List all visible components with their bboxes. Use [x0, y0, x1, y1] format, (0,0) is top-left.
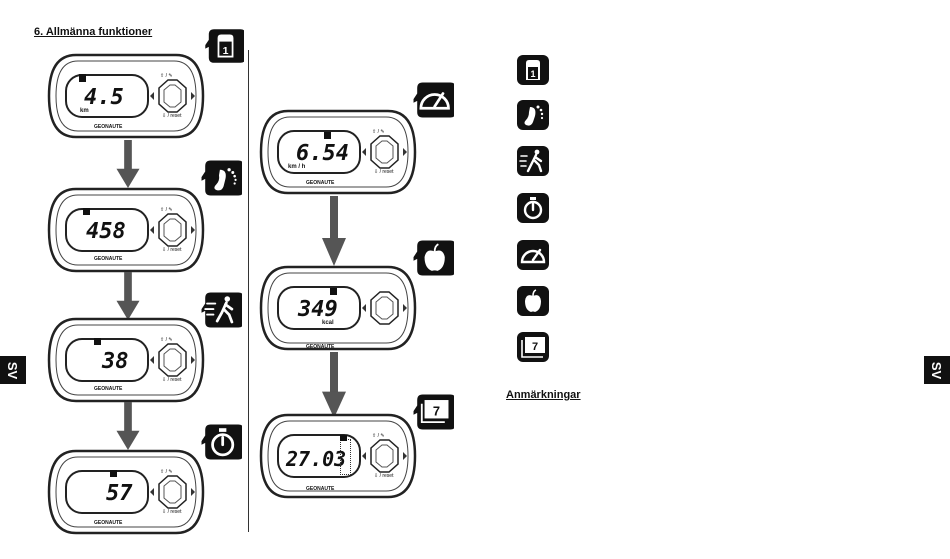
legend-history: 7	[516, 331, 550, 368]
lcd-mode-icon	[79, 74, 86, 82]
device-pace: 6.54 km / h ⇧ / ✎ ⇩ / reset GEONAUTE	[258, 108, 418, 196]
down-button-label: ⇩ / reset	[162, 113, 181, 119]
lcd-value: 27.03	[286, 447, 346, 471]
lcd-mode-icon	[330, 288, 337, 295]
lcd-mode-icon	[83, 208, 90, 215]
legend-steps	[516, 99, 550, 136]
lcd-value: 38	[102, 349, 129, 374]
up-button-label: ⇧ / ✎	[160, 337, 173, 343]
up-button-label: ⇧ / ✎	[372, 433, 385, 439]
device-history: 27.03 ⇧ / ✎ ⇩ / reset GEONAUTE	[258, 412, 418, 500]
walker-icon	[196, 290, 242, 330]
legend-time	[516, 192, 550, 229]
up-button-label: ⇧ / ✎	[160, 73, 173, 79]
lcd-mode-icon	[94, 338, 101, 345]
flow-arrow	[322, 352, 346, 418]
brand-label: GEONAUTE	[306, 344, 334, 350]
legend-page-1: 1	[516, 54, 550, 91]
calendar-7-icon: 7	[408, 392, 454, 432]
lcd-mode-icon	[340, 435, 347, 441]
legend-calories	[516, 285, 550, 322]
down-button-label: ⇩ / reset	[374, 473, 393, 479]
svg-text:1: 1	[530, 69, 535, 79]
device-calories: 349 kcal GEONAUTE	[258, 264, 418, 352]
flow-arrow	[116, 272, 140, 320]
apple-icon	[408, 238, 454, 278]
time-badge	[196, 422, 242, 462]
svg-text:1: 1	[223, 45, 229, 57]
lcd-value: 349	[298, 297, 338, 322]
brand-label: GEONAUTE	[94, 124, 122, 130]
lcd-mode-icon	[324, 132, 331, 139]
language-tab-right: SV	[924, 356, 950, 384]
brand-label: GEONAUTE	[306, 486, 334, 492]
page-1-badge: 1	[200, 26, 244, 66]
svg-text:7: 7	[532, 341, 538, 353]
notes-title: Anmärkningar	[506, 389, 581, 401]
flow-arrow	[116, 402, 140, 450]
device-speed: 4.5 km ⇧ / ✎ ⇩ / reset GEONAUTE	[46, 52, 206, 140]
legend-pace	[516, 239, 550, 276]
brand-label: GEONAUTE	[94, 256, 122, 262]
history-badge: 7	[408, 392, 454, 432]
device-activity: 38 ⇧ / ✎ ⇩ / reset GEONAUTE	[46, 316, 206, 404]
brand-label: GEONAUTE	[94, 520, 122, 526]
device-steps: 458 ⇧ / ✎ ⇩ / reset GEONAUTE	[46, 186, 206, 274]
calendar-7-icon: 7	[516, 331, 550, 363]
language-tab-left: SV	[0, 356, 26, 384]
svg-text:7: 7	[433, 404, 440, 419]
speedometer-icon	[408, 80, 454, 120]
steps-badge	[196, 158, 242, 198]
walker-icon	[516, 145, 550, 177]
section-title: 6. Allmänna funktioner	[34, 26, 152, 38]
up-button-label: ⇧ / ✎	[160, 469, 173, 475]
down-button-label: ⇩ / reset	[162, 247, 181, 253]
flow-arrow	[322, 196, 346, 266]
speedometer-icon	[516, 239, 550, 271]
lcd-value: 57	[106, 481, 133, 506]
up-button-label: ⇧ / ✎	[160, 207, 173, 213]
lcd-value: 6.54	[296, 141, 349, 166]
page-1-icon: 1	[516, 54, 550, 86]
brand-label: GEONAUTE	[94, 386, 122, 392]
pace-badge	[408, 80, 454, 120]
lcd-value: 4.5	[84, 85, 124, 110]
calories-badge	[408, 238, 454, 278]
apple-icon	[516, 285, 550, 317]
stopwatch-icon	[516, 192, 550, 224]
page-1-icon: 1	[200, 26, 244, 66]
down-button-label: ⇩ / reset	[162, 509, 181, 515]
lcd-unit: km / h	[288, 164, 305, 170]
column-divider	[248, 50, 249, 532]
lcd-mode-icon	[110, 470, 117, 477]
device-time: 57 ⇧ / ✎ ⇩ / reset GEONAUTE	[46, 448, 206, 536]
lcd-unit: km	[80, 108, 89, 114]
down-button-label: ⇩ / reset	[374, 169, 393, 175]
stopwatch-icon	[196, 422, 242, 462]
down-button-label: ⇩ / reset	[162, 377, 181, 383]
footsteps-icon	[516, 99, 550, 131]
history-bar-graph	[340, 439, 351, 475]
legend-activity	[516, 145, 550, 182]
brand-label: GEONAUTE	[306, 180, 334, 186]
activity-badge	[196, 290, 242, 330]
flow-arrow	[116, 140, 140, 188]
up-button-label: ⇧ / ✎	[372, 129, 385, 135]
footsteps-icon	[196, 158, 242, 198]
lcd-unit: kcal	[322, 320, 334, 326]
lcd-value: 458	[86, 219, 126, 244]
